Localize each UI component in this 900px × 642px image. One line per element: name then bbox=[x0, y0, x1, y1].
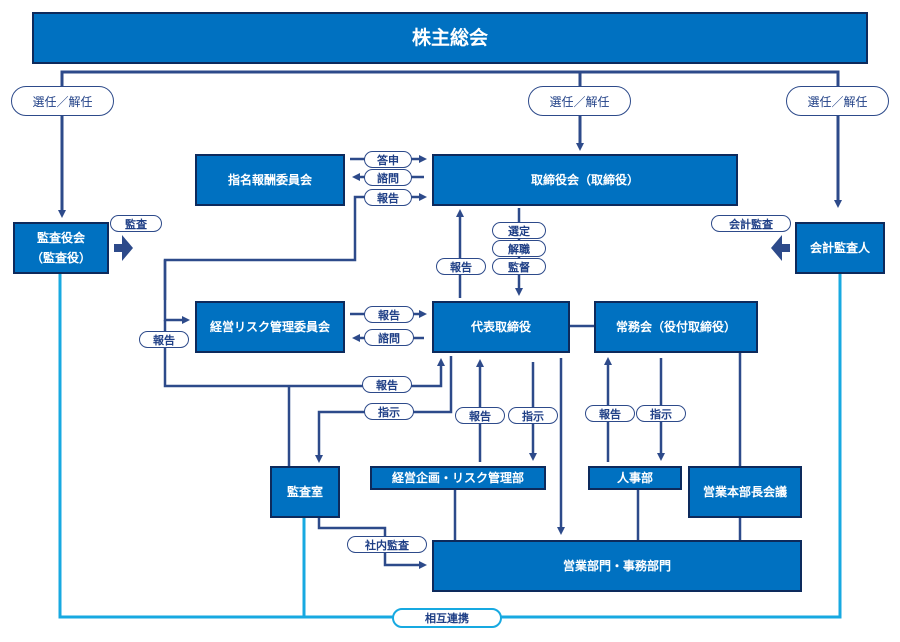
ceo-report-board-label: 報告 bbox=[436, 258, 486, 275]
audit-board-subtitle: （監査役） bbox=[30, 251, 91, 265]
audit-office-instruct-label: 指示 bbox=[364, 403, 414, 420]
audit-label: 監査 bbox=[110, 215, 162, 232]
audit-board-title: 監査役会 bbox=[36, 230, 85, 245]
internal-audit-label: 社内監査 bbox=[347, 536, 427, 553]
operations-box: 営業部門・事務部門 bbox=[432, 540, 802, 592]
board-of-directors-box: 取締役会（取締役） bbox=[432, 154, 738, 206]
mutual-cooperation-label: 相互連携 bbox=[392, 608, 502, 628]
elect-dismiss-label-center: 選任／解任 bbox=[528, 86, 631, 116]
elect-dismiss-label-left: 選任／解任 bbox=[11, 86, 114, 116]
select-label: 選定 bbox=[492, 222, 546, 239]
nomination-committee-box: 指名報酬委員会 bbox=[195, 154, 345, 206]
shareholders-meeting-box: 株主総会 bbox=[32, 12, 868, 64]
risk-committee-box: 経営リスク管理委員会 bbox=[195, 301, 345, 353]
hr-dept-box: 人事部 bbox=[588, 466, 682, 490]
executive-committee-box: 常務会（役付取締役） bbox=[594, 301, 758, 353]
sales-hq-meeting-box: 営業本部長会議 bbox=[688, 466, 802, 518]
hr-instruct-label: 指示 bbox=[636, 405, 686, 422]
ceo-box: 代表取締役 bbox=[432, 301, 570, 353]
planning-instruct-label: 指示 bbox=[508, 407, 558, 424]
accounting-auditor-box: 会計監査人 bbox=[795, 222, 885, 274]
consult-board-label: 諮問 bbox=[364, 169, 412, 186]
answer-label: 答申 bbox=[364, 151, 412, 168]
planning-report-label: 報告 bbox=[455, 407, 505, 424]
planning-risk-dept-box: 経営企画・リスク管理部 bbox=[370, 466, 546, 490]
accounting-audit-label: 会計監査 bbox=[711, 215, 791, 232]
left-report-to-risk bbox=[163, 260, 190, 324]
risk-report-label: 報告 bbox=[364, 306, 414, 323]
elect-dismiss-label-right: 選任／解任 bbox=[786, 86, 889, 116]
report-board-arrow bbox=[163, 193, 427, 300]
report-left-label: 報告 bbox=[139, 331, 189, 348]
audit-office-report-label: 報告 bbox=[362, 376, 412, 393]
audit-office-box: 監査室 bbox=[270, 466, 340, 518]
audit-board-box: 監査役会 （監査役） bbox=[13, 222, 109, 274]
risk-consult-label: 諮問 bbox=[364, 329, 414, 346]
report-board-label: 報告 bbox=[364, 189, 412, 206]
supervise-label: 監督 bbox=[492, 258, 546, 275]
audit-block-arrow bbox=[114, 235, 133, 261]
dismiss-label: 解職 bbox=[492, 240, 546, 257]
internal-audit-arrow bbox=[317, 518, 427, 569]
accounting-audit-block-arrow bbox=[771, 235, 790, 261]
left-loop-line bbox=[163, 320, 445, 388]
hr-report-label: 報告 bbox=[585, 405, 635, 422]
